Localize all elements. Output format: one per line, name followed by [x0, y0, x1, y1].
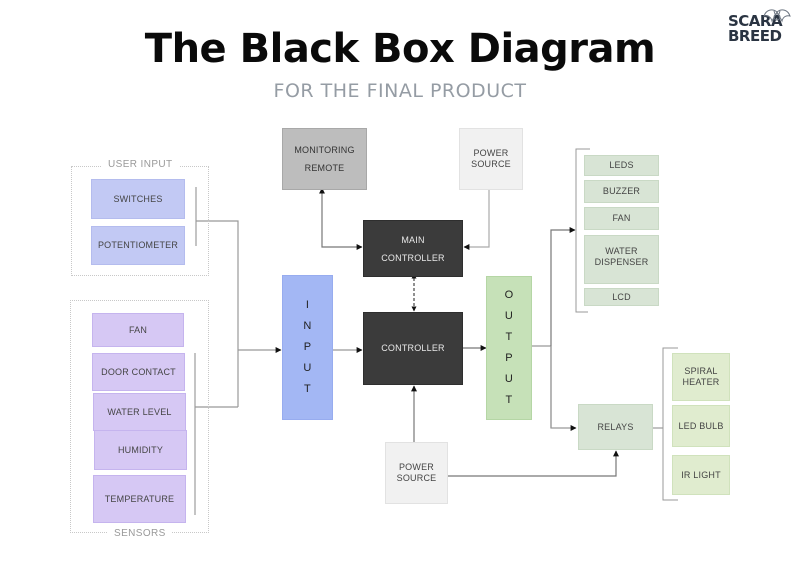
arrow-power-to-relays — [447, 450, 619, 477]
output-letter: T — [505, 394, 513, 406]
spiral-line-2: HEATER — [682, 377, 720, 387]
monitoring-line-2: REMOTE — [304, 163, 345, 173]
sensor-humidity-block: HUMIDITY — [94, 430, 187, 470]
beetle-wings-icon — [763, 9, 791, 23]
sensor-fan-block: FAN — [92, 313, 184, 347]
relay-led-bulb-block: LED BULB — [672, 405, 730, 447]
monitoring-remote-block: MONITORING REMOTE — [282, 128, 367, 190]
power-source-top-block: POWER SOURCE — [459, 128, 523, 190]
diagram-title: The Black Box Diagram — [144, 26, 656, 72]
input-letter: I — [305, 299, 310, 311]
potentiometer-block: POTENTIOMETER — [91, 226, 185, 265]
power-bottom-line-1: POWER — [398, 462, 434, 472]
output-water-dispenser-block: WATER DISPENSER — [584, 235, 659, 284]
input-letter: P — [303, 341, 312, 353]
sensor-door-contact-block: DOOR CONTACT — [92, 353, 185, 391]
sensor-temperature-block: TEMPERATURE — [93, 475, 186, 523]
arrow-to-relays — [550, 346, 577, 431]
water-line-1: WATER — [605, 246, 638, 256]
output-fan-block: FAN — [584, 207, 659, 230]
output-buzzer-block: BUZZER — [584, 180, 659, 203]
power-top-line-1: POWER — [473, 148, 509, 158]
main-controller-block: MAIN CONTROLLER — [363, 220, 463, 277]
output-leds-block: LEDS — [584, 155, 659, 176]
relay-ir-light-block: IR LIGHT — [672, 455, 730, 495]
input-letter: N — [303, 320, 312, 332]
switches-block: SWITCHES — [91, 179, 185, 219]
output-letter: O — [504, 289, 514, 301]
output-block: O U T P U T — [486, 276, 532, 420]
monitoring-line-1: MONITORING — [294, 145, 355, 155]
output-lcd-block: LCD — [584, 288, 659, 306]
output-letter: U — [504, 310, 514, 322]
sensor-water-level-block: WATER LEVEL — [93, 393, 186, 431]
water-line-2: DISPENSER — [594, 257, 649, 267]
power-top-line-2: SOURCE — [471, 159, 511, 169]
user-input-label: USER INPUT — [102, 159, 179, 170]
arrow-power-to-main — [463, 190, 490, 250]
relays-block: RELAYS — [578, 404, 653, 450]
main-controller-line-2: CONTROLLER — [381, 252, 445, 263]
diagram-subtitle: FOR THE FINAL PRODUCT — [273, 80, 527, 102]
power-source-bottom-block: POWER SOURCE — [385, 442, 448, 504]
brand-logo: SCARA BREED — [728, 12, 783, 45]
controller-block: CONTROLLER — [363, 312, 463, 385]
spiral-line-1: SPIRAL — [684, 366, 718, 376]
input-letter: U — [303, 362, 312, 374]
sensors-label: SENSORS — [108, 528, 172, 539]
output-letter: T — [505, 331, 513, 343]
arrow-monitoring-main — [319, 187, 363, 250]
relay-spiral-heater-block: SPIRAL HEATER — [672, 353, 730, 401]
output-letter: U — [504, 373, 514, 385]
main-controller-line-1: MAIN — [401, 234, 425, 245]
output-letter: P — [505, 352, 513, 364]
input-block: I N P U T — [282, 275, 333, 420]
logo-line-2: BREED — [728, 27, 782, 45]
logo-line-1: SCARA — [728, 12, 783, 30]
arrow-to-output-devices — [550, 227, 576, 428]
power-bottom-line-2: SOURCE — [396, 473, 437, 483]
input-letter: T — [304, 383, 311, 395]
